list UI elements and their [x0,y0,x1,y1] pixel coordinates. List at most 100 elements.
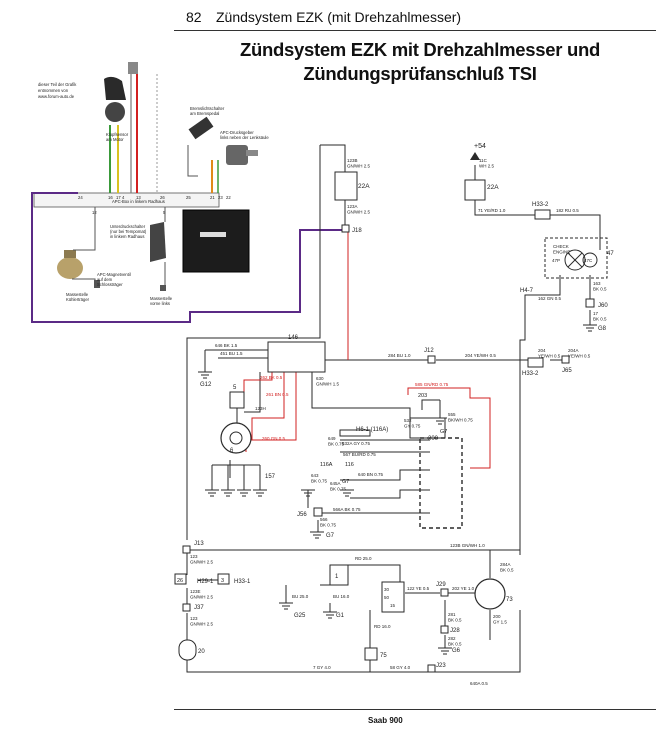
label-j28: J28 [450,628,460,634]
brake-switch-image [188,116,214,140]
label-w-649-1: BK 0.75 [328,442,345,447]
inset-apc-sensor-1: links neben der Lenksäule [220,135,269,140]
inset-pin-top-4: 13 [136,195,141,200]
label-w-630-0: 630 [316,376,324,381]
label-check-engine-1: ENGINE [553,250,570,255]
label-c26: 26 [177,578,183,584]
label-w-646: 646 BK 1.5 [215,343,238,348]
label-c200: 200 [428,436,439,442]
red-wire-261 [251,372,285,440]
lamp-47c [582,252,598,268]
inset-apc-sensor-0: APC-Drucksgeber [220,130,254,135]
label-p47: 47P [552,258,560,263]
connector-73 [474,578,506,610]
label-w-282-0: 282 [448,636,456,641]
check-engine-lamp [564,249,586,271]
label-c15: 15 [390,603,396,608]
splice-j18 [341,224,350,233]
label-w-58: 58 GY 4.0 [390,665,411,670]
inset-knock-1: am Motor [106,137,124,142]
label-j12: J12 [424,348,434,354]
label-j56: J56 [297,512,307,518]
label-w-bu16: BU 16.0 [333,594,350,599]
label-n204a-0: 204A [568,348,579,353]
wire-rd25 [345,564,401,585]
ground-g8 [583,324,597,332]
wire-brake [187,145,198,177]
label-j18: J18 [352,228,362,234]
inset-pin-top-8: 23 [218,195,223,200]
label-h6-1: H6-1 (116A) [356,427,388,433]
label-g12: G12 [200,382,212,388]
wire-640 [340,469,430,481]
inset-brake-1: am Bremspedal [190,111,219,116]
inset-vacuum-0: Unterdruckschalter [110,224,146,229]
connector-top [128,62,138,74]
label-w-451: 451 BU 1.5 [220,351,243,356]
label-n204-0: 204 [538,348,546,353]
label-w-532-1: GY 0.75 [404,424,421,429]
ground-g6 [438,647,452,655]
apc-box-bar [33,192,220,208]
relay-22a-right [464,179,486,201]
label-w-163-1: BK 0.5 [593,287,607,292]
title-line-1: Zündsystem EZK mit Drehzahlmesser und [239,39,600,60]
apc-sensor-nozzle [246,150,258,156]
splice-j56 [313,507,323,517]
label-h4-7: H4-7 [520,288,534,294]
inset-pin-bottom-1: 5 [163,210,166,215]
label-w-555-1: BK/WH 0.75 [448,418,473,423]
supply-marker [470,152,480,160]
label-w-123h: 123H [255,406,266,411]
starter-block [381,581,405,613]
apc-solenoid-image [57,257,83,279]
inset-knock-0: Klopfsensor [106,132,129,137]
inset-ground-left-1: Kühlerträger [66,297,90,302]
label-w-123b-1: GN/WH 2.5 [347,164,371,169]
inset-vacuum-1: (nur bei Tempomat) [110,229,147,234]
label-red-262: 262 BK 0.5 [260,375,283,380]
inset-pin-top-3: 4 [122,195,125,200]
label-j37: J37 [194,605,204,611]
inset-pin-top-7: 21 [210,195,215,200]
connector-h33-2a [534,209,551,220]
label-w-645a-1: BK 0.75 [330,487,347,492]
wire-ground-left [72,278,96,284]
ground-g7b [340,489,354,497]
label-j60: J60 [598,303,608,309]
label-w-200-0: 200 [493,614,501,619]
inset-note-0: dieser Teil der Grafik [38,82,77,87]
knock-sensor-image [105,102,125,122]
inset-brake-0: Bremslichtschalter [190,106,225,111]
ground-plug-2 [221,489,235,497]
distributor [220,422,252,454]
splice-j60 [585,298,595,308]
red-wire-262 [243,372,273,395]
splice-j23 [427,664,436,673]
ground-stud-left [94,280,100,288]
label-w-282-1: BK 0.5 [448,642,462,647]
label-w-17-0: 17 [593,311,599,316]
ground-g25 [279,602,293,610]
splice-j65 [561,355,570,364]
label-w-123-2-1: GN/WH 2.5 [190,622,214,627]
label-c203: 203 [418,393,427,399]
inset-solenoid-2: Schlossträger [97,282,123,287]
label-j13: J13 [194,541,204,547]
ground-stud-right [160,285,166,291]
inset-pin-top-9: 22 [226,195,231,200]
lamp-cross-2 [567,252,583,268]
label-w-11c-1: WH 2.5 [479,164,495,169]
knock-sensor-plug [104,76,126,100]
inset-pin-top-5: 26 [160,195,165,200]
label-w-182: 182 RU 0.5 [556,208,579,213]
label-w-643-0: 643 [311,473,319,478]
diagram-title: Zündsystem EZK mit Drehzahlmesser und Zü… [190,38,650,86]
label-w-rd25: RD 25.0 [355,556,372,561]
label-plus54: +54 [474,143,486,150]
label-j29: J29 [436,582,446,588]
footer-text: Saab 900 [368,716,403,725]
label-w-284: 284 BU 1.0 [388,353,411,358]
label-w-204: 204 YE/WH 0.5 [465,353,496,358]
